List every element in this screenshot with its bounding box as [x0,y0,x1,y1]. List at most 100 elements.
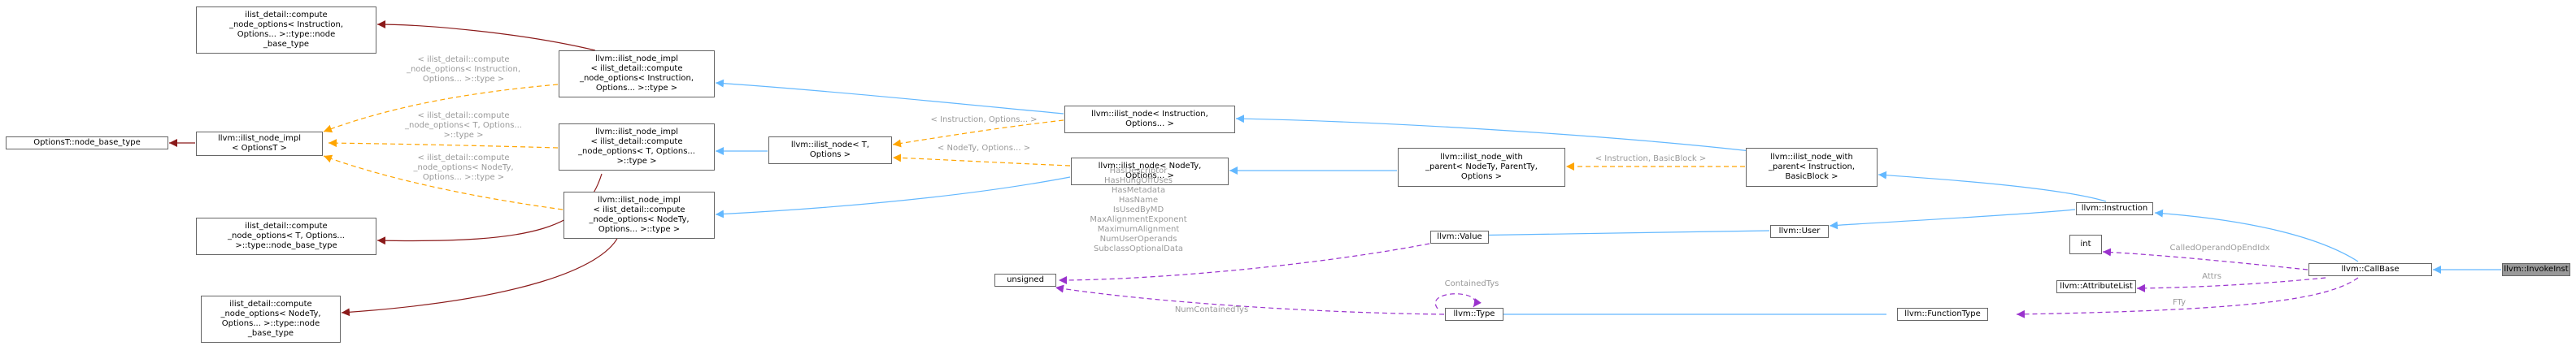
label-line: _base_type [263,40,310,49]
label-line: unsigned [1007,275,1044,284]
edge-instruction-to-inwp [1878,171,2107,202]
label-line: NumContainedTys [1174,305,1249,314]
edge-label-instruction-basicblock: < Instruction, BasicBlock > [1569,154,1732,164]
label-line: _node_options< T, Options... [405,121,522,130]
label-line: llvm::CallBase [2341,265,2400,274]
class-node-ilist-node-with-parent-nodety[interactable]: llvm::ilist_node_with_parent< NodeTy, Pa… [1398,148,1565,187]
label-line: llvm::AttributeList [2060,282,2133,291]
class-node-ilist-node-with-parent-instruction[interactable]: llvm::ilist_node_with_parent< Instructio… [1746,148,1878,187]
class-node-int: int [2069,235,2102,254]
class-node-llvm-functiontype[interactable]: llvm::FunctionType [1897,308,1988,321]
class-node-llvm-attributelist[interactable]: llvm::AttributeList [2056,280,2136,293]
edge-label-instruction-options: < Instruction, Options... > [903,115,1065,125]
label-line: _node_options< T, Options... [578,147,695,156]
class-node-llvm-instruction[interactable]: llvm::Instruction [2076,202,2153,215]
class-node-optionst-node-base-type: OptionsT::node_base_type [6,136,168,149]
class-node-compute-node-options-instruction: ilist_detail::compute_node_options< Inst… [196,6,376,54]
edge-type-to-type-self [1434,293,1482,309]
edge-impl-nodety-to-impl-generic [323,154,564,210]
class-node-ilist-node-impl-optionst[interactable]: llvm::ilist_node_impl< OptionsT > [196,132,323,156]
edge-ilistnode-inst-to-ilistnode-t [892,119,1064,148]
label-line: >::type > [443,131,484,140]
label-line: ilist_detail::compute [229,300,312,309]
label-line: llvm::Type [1453,309,1495,318]
class-node-ilist-node-t[interactable]: llvm::ilist_node< T,Options > [768,136,892,164]
label-line: Attrs [2202,272,2221,281]
label-line: MaximumAlignment [1097,225,1180,234]
class-node-ilist-node-impl-instruction[interactable]: llvm::ilist_node_impl< ilist_detail::com… [559,50,715,97]
label-line: llvm::ilist_node_with [1440,153,1523,162]
label-line: _node_options< NodeTy, [413,163,514,172]
edge-callbase-to-attributelist [2136,277,2326,292]
label-line: llvm::ilist_node_with [1770,153,1853,162]
label-line: llvm::ilist_node_impl [594,128,679,136]
edge-impl-inst-to-impl-generic [323,84,559,133]
label-line: _parent< Instruction, [1768,162,1856,171]
label-line: MaxAlignmentExponent [1090,215,1187,224]
label-line: Options > [809,150,851,159]
class-node-compute-node-options-t: ilist_detail::compute_node_options< T, O… [196,218,376,255]
edge-ilistnode-inst-to-impl-inst [715,79,1064,115]
label-line: llvm::InvokeInst [2504,265,2569,274]
label-line: < NodeTy, Options... > [937,144,1031,153]
edge-label-contained-tys: ContainedTys [1431,279,1512,289]
label-line: _node_options< NodeTy, [589,215,690,224]
label-line: Options... >::type > [598,225,681,234]
label-line: < ilist_detail::compute [590,137,683,146]
class-node-compute-node-options-nodety: ilist_detail::compute_node_options< Node… [201,296,341,343]
label-line: IsUsedByMD [1112,205,1164,214]
label-line: _parent< NodeTy, ParentTy, [1425,162,1538,171]
label-line: OptionsT::node_base_type [33,138,141,147]
class-node-llvm-type[interactable]: llvm::Type [1445,308,1503,321]
label-line: _node_options< T, Options... [228,231,345,240]
edge-ilistnode-nodety-to-impl-nodety [715,176,1071,218]
label-line: _node_options< Instruction, [579,74,694,83]
label-line: _node_options< NodeTy, [220,309,321,318]
class-node-ilist-node-impl-t[interactable]: llvm::ilist_node_impl< ilist_detail::com… [559,123,715,171]
edge-inwp-to-ilistnode-inst [1235,115,1765,154]
label-line: Options... >::type > [422,173,505,182]
label-line: llvm::FunctionType [1904,309,1981,318]
label-line: llvm::ilist_node< NodeTy, [1098,162,1202,171]
label-line: llvm::ilist_node_impl [217,134,302,143]
label-line: HasName [1118,196,1159,205]
class-node-unsigned: unsigned [994,274,1056,287]
class-node-llvm-value[interactable]: llvm::Value [1430,231,1489,244]
edge-callbase-to-instruction [2154,209,2359,262]
edge-impl-t-to-impl-generic [328,139,559,149]
class-node-llvm-callbase[interactable]: llvm::CallBase [2308,263,2432,276]
label-line: HasMetadata [1111,186,1166,195]
class-node-llvm-user[interactable]: llvm::User [1770,225,1829,238]
class-node-ilist-node-nodety[interactable]: llvm::ilist_node< NodeTy,Options... > [1071,158,1229,185]
label-line: < ilist_detail::compute [593,205,685,214]
label-line: Options > [1460,172,1503,181]
edge-label-num-contained-tys: NumContainedTys [1155,305,1268,315]
label-line: < ilist_detail::compute [417,55,510,64]
edge-value-to-unsigned [1058,243,1430,284]
label-line: < ilist_detail::compute [417,154,510,162]
edge-label-attrs: Attrs [2179,272,2244,282]
label-line: < Instruction, Options... > [930,115,1038,124]
class-node-ilist-node-impl-nodety[interactable]: llvm::ilist_node_impl< ilist_detail::com… [564,192,715,239]
label-line: llvm::ilist_node_impl [597,196,681,205]
edge-impl-nodety-to-cno-nodety [341,236,619,317]
label-line: Options... >::type::node [221,319,320,328]
label-line: CalledOperandOpEndIdx [2169,244,2270,253]
edge-instruction-to-user [1829,209,2076,230]
class-node-ilist-node-instruction[interactable]: llvm::ilist_node< Instruction,Options...… [1064,106,1235,133]
label-line: llvm::ilist_node_impl [594,54,679,63]
label-line: SubclassOptionalData [1093,244,1183,253]
label-line: >::type::node_base_type [235,241,337,250]
label-line: HasHungOffUses [1103,176,1173,185]
edge-callbase-to-functiontype [2016,277,2359,318]
label-line: ContainedTys [1444,279,1499,288]
edge-ilistnode-nodety-to-ilistnode-t [892,154,1071,167]
label-line: Options... > [1125,171,1174,180]
label-line: NumUserOperands [1099,235,1177,244]
label-line: llvm::User [1778,227,1821,236]
class-node-llvm-invokeinst[interactable]: llvm::InvokeInst [2502,263,2570,276]
label-line: Options... >::type > [595,84,678,93]
label-line: ilist_detail::compute [245,11,328,19]
edge-callbase-to-int [2102,248,2308,270]
